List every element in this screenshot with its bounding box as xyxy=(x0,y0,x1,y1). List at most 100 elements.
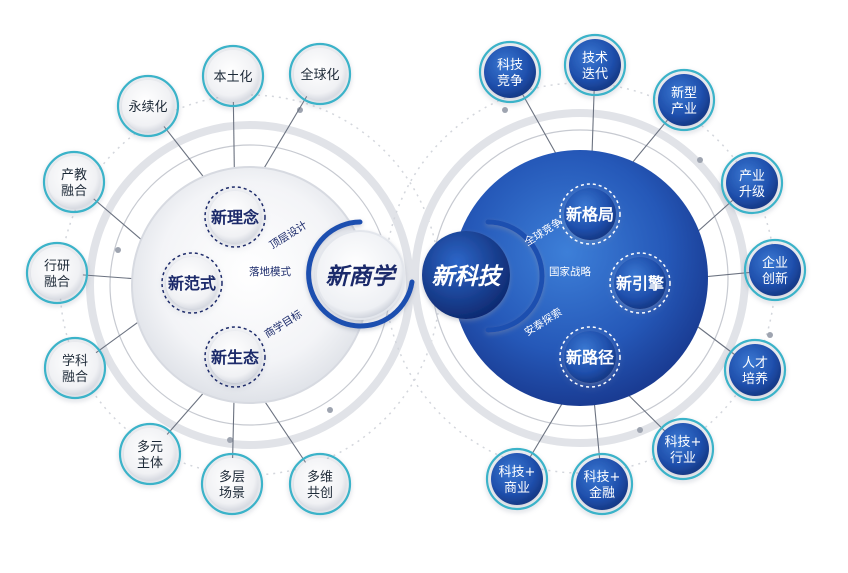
right-main-circle xyxy=(452,150,708,406)
leaf-label: 金融 xyxy=(589,485,615,501)
decorative-dot xyxy=(637,427,643,433)
leaf-ring xyxy=(485,447,549,511)
leaf-label: 商业 xyxy=(504,481,530,496)
decorative-dot xyxy=(697,157,703,163)
leaf-label: 培养 xyxy=(742,371,768,387)
leaf-label: 场景 xyxy=(219,486,245,501)
hub-ring xyxy=(559,326,621,388)
leaf-ring xyxy=(743,238,807,302)
left-link-label: 落地模式 xyxy=(249,265,291,278)
leaf-disc xyxy=(294,458,346,510)
leaf-disc xyxy=(726,157,778,209)
leaf-ring xyxy=(570,452,634,516)
hub-label: 新格局 xyxy=(566,205,614,224)
leaf-ring xyxy=(116,74,180,138)
leaf-disc xyxy=(49,342,101,394)
center-right-node[interactable] xyxy=(422,219,545,333)
hub-disc xyxy=(564,188,616,240)
right-leaf-9[interactable]: 科技+商业 xyxy=(485,447,549,511)
left-hub-2[interactable]: 新范式 xyxy=(161,252,223,314)
leaf-label: 创新 xyxy=(762,271,788,287)
leaf-label: 技术 xyxy=(582,51,608,66)
leaf-disc xyxy=(658,74,710,126)
leaf-label: 共创 xyxy=(307,486,333,501)
left-leaf-3[interactable]: 永续化 xyxy=(116,74,180,138)
left-hub-3[interactable]: 新生态 xyxy=(204,326,266,388)
leaf-disc xyxy=(729,344,781,396)
leaf-ring xyxy=(201,44,265,108)
leaf-nodes: 本土化全球化永续化产教融合行研融合学科融合多元主体多层场景多维共创科技竞争技术迭… xyxy=(25,33,807,516)
leaf-ring xyxy=(723,338,787,402)
leaf-ring xyxy=(200,452,264,516)
leaf-disc xyxy=(206,458,258,510)
right-hub-1[interactable]: 新格局 xyxy=(559,183,621,245)
left-leaf-1[interactable]: 本土化 xyxy=(201,44,265,108)
left-leaf-2[interactable]: 全球化 xyxy=(288,42,352,106)
center-left-node[interactable] xyxy=(306,219,415,329)
leaf-disc xyxy=(122,80,174,132)
leaf-disc xyxy=(484,46,536,98)
hub-label: 新引擎 xyxy=(616,274,665,293)
leaf-label: 融合 xyxy=(61,184,87,199)
leaf-label: 科技+ xyxy=(499,465,536,480)
hub-disc xyxy=(614,257,666,309)
decorative-dot xyxy=(502,107,508,113)
center-right-title: 新科技 xyxy=(432,264,504,290)
leaf-ring xyxy=(118,422,182,486)
left-hub-1[interactable]: 新理念 xyxy=(204,186,266,248)
leaf-ring xyxy=(478,40,542,104)
leaf-ring xyxy=(563,33,627,97)
leaf-label: 本土化 xyxy=(213,70,252,85)
center-left-title: 新商学 xyxy=(326,263,398,290)
leaf-ring xyxy=(651,417,715,481)
hub-label: 新路径 xyxy=(566,348,614,367)
hub-label: 新范式 xyxy=(168,274,216,293)
right-hub-2[interactable]: 新引擎 xyxy=(609,252,671,314)
leaf-label: 产教 xyxy=(61,167,87,183)
leaf-label: 新型 xyxy=(671,85,697,101)
leaf-disc xyxy=(569,39,621,91)
leaf-label: 产业 xyxy=(671,102,697,117)
leaf-disc xyxy=(207,50,259,102)
hub-ring xyxy=(204,186,266,248)
decorative-dot xyxy=(327,407,333,413)
leaf-label: 科技+ xyxy=(584,470,621,485)
leaf-label: 融合 xyxy=(44,275,70,290)
decorative-dot xyxy=(115,247,121,253)
hub-disc xyxy=(209,331,261,383)
leaf-disc xyxy=(657,423,709,475)
right-leaf-7[interactable]: 科技+行业 xyxy=(651,417,715,481)
leaf-label: 主体 xyxy=(137,456,163,471)
leaf-ring xyxy=(25,241,89,305)
leaf-label: 多维 xyxy=(307,469,333,485)
leaf-ring xyxy=(720,151,784,215)
decorative-dot xyxy=(767,332,773,338)
leaf-label: 迭代 xyxy=(582,67,608,82)
hub-label: 新理念 xyxy=(211,208,260,227)
leaf-label: 人才 xyxy=(742,356,768,371)
leaf-ring xyxy=(288,452,352,516)
right-hub-3[interactable]: 新路径 xyxy=(559,326,621,388)
leaf-disc xyxy=(749,244,801,296)
leaf-label: 科技 xyxy=(497,58,523,73)
leaf-label: 升级 xyxy=(739,185,765,200)
leaf-label: 产业 xyxy=(739,169,765,184)
leaf-label: 学科 xyxy=(62,353,88,369)
right-leaf-8[interactable]: 科技+金融 xyxy=(570,452,634,516)
leaf-disc xyxy=(576,458,628,510)
hub-ring xyxy=(204,326,266,388)
right-link-label: 国家战略 xyxy=(549,265,591,278)
